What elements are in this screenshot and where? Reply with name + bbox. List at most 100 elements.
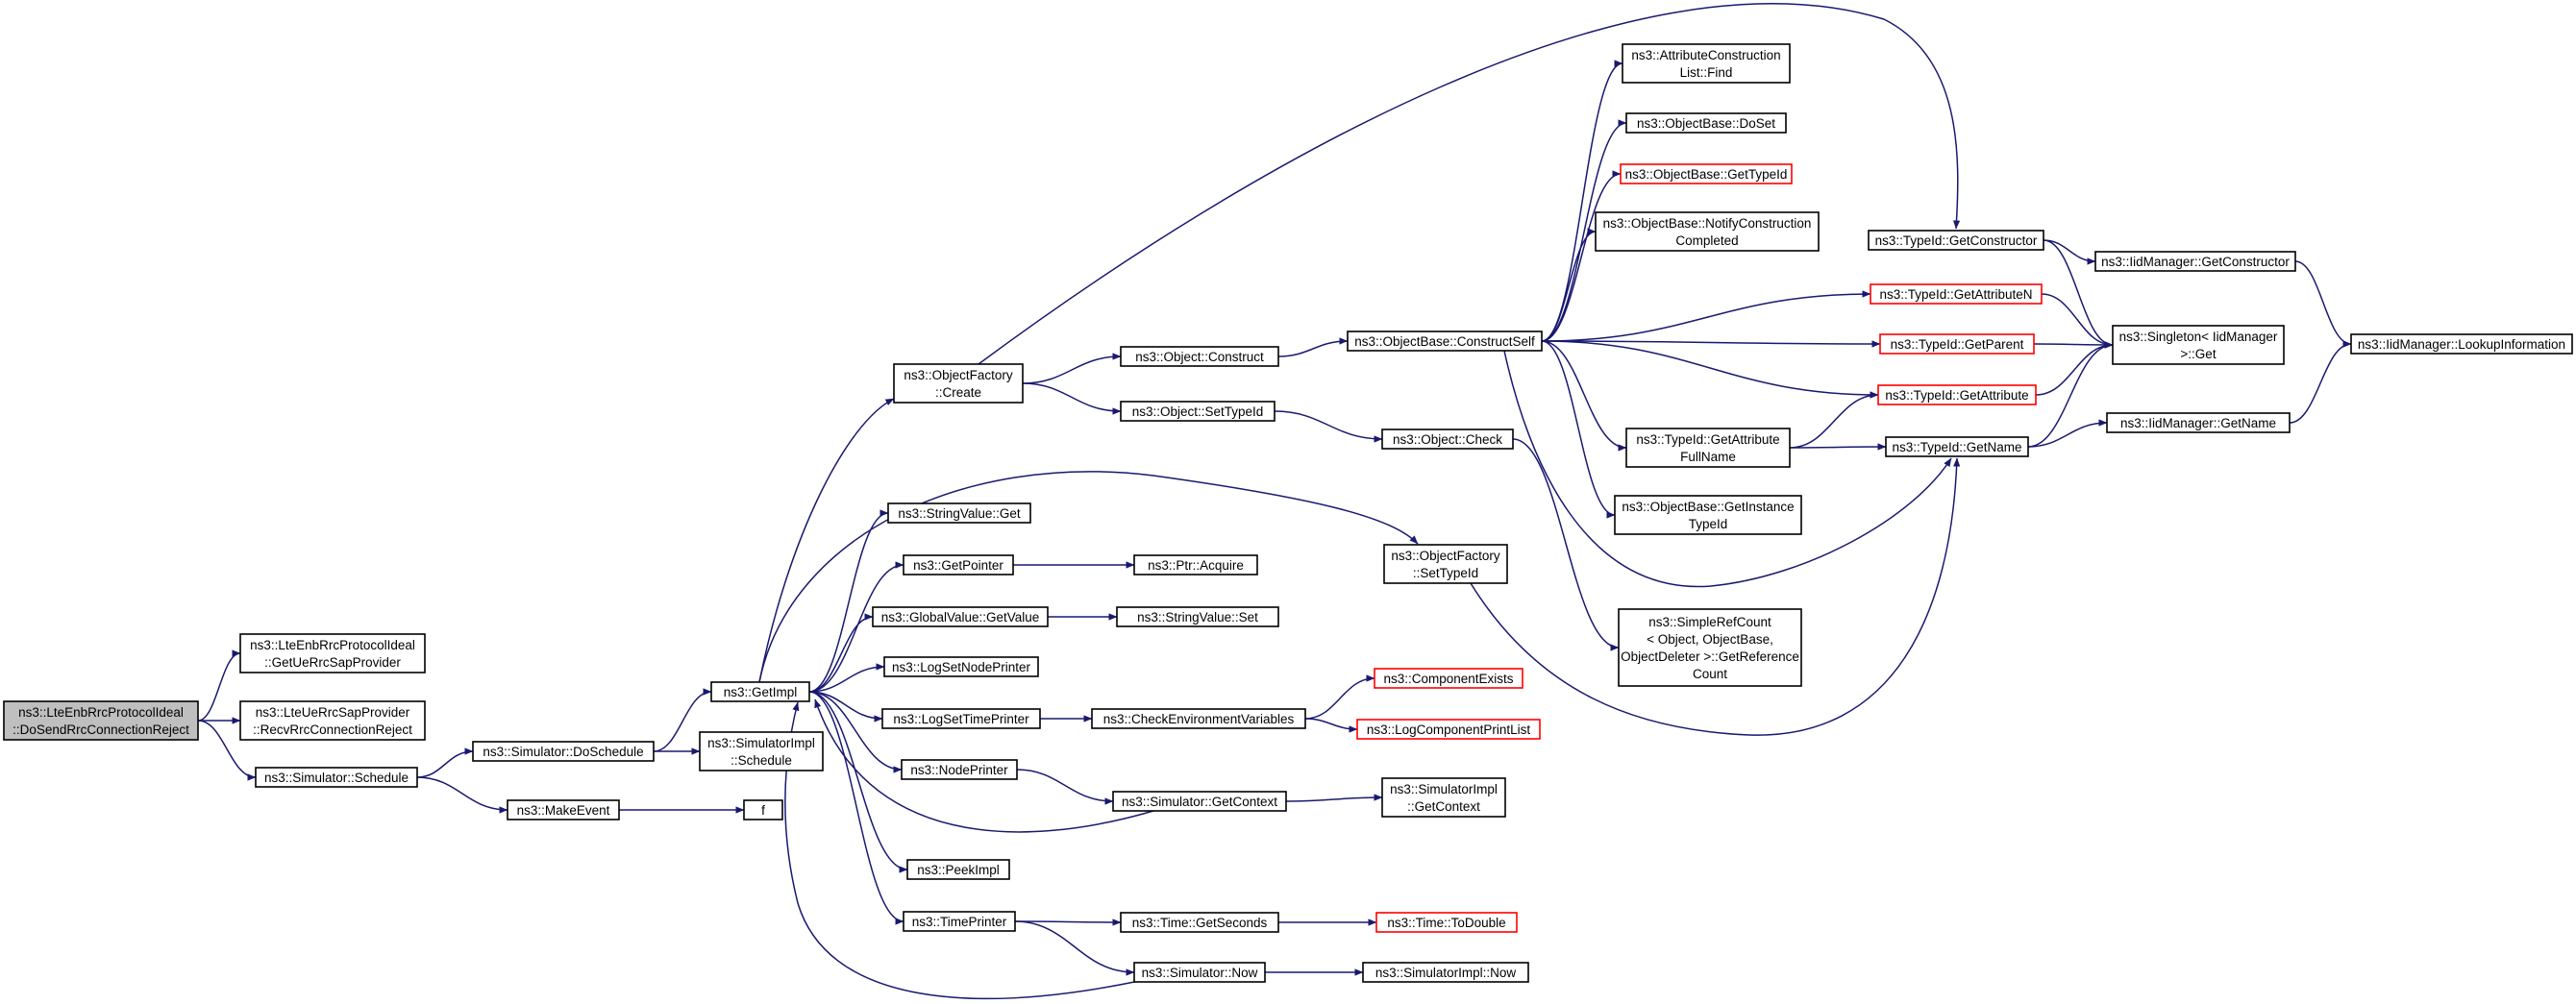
- edge-obconstructself-to-tidgetname: [1503, 350, 1952, 588]
- edge-getimpl-to-timeprinter: [808, 691, 904, 925]
- node-label: ns3::Object::Construct: [1135, 350, 1264, 364]
- node-label: ns3::LogSetNodePrinter: [892, 660, 1031, 674]
- node-logcompprint[interactable]: ns3::LogComponentPrintList: [1356, 719, 1541, 740]
- node-label: ns3::LteEnbRrcProtocolIdeal: [250, 638, 415, 652]
- node-compexists[interactable]: ns3::ComponentExists: [1374, 668, 1523, 689]
- node-strset[interactable]: ns3::StringValue::Set: [1116, 606, 1279, 627]
- edge-timeprinter-to-simnow: [1014, 920, 1135, 976]
- node-f[interactable]: f: [743, 799, 783, 820]
- node-simimplgetcontext[interactable]: ns3::SimulatorImpl::GetContext: [1381, 777, 1506, 818]
- node-checkenv[interactable]: ns3::CheckEnvironmentVariables: [1091, 708, 1306, 729]
- node-label: ns3::Simulator::DoSchedule: [483, 745, 643, 759]
- node-getuerrc[interactable]: ns3::LteEnbRrcProtocolIdeal::GetUeRrcSap…: [239, 633, 426, 673]
- node-label: Count: [1693, 667, 1727, 681]
- node-box: [255, 767, 418, 788]
- node-simnow[interactable]: ns3::Simulator::Now: [1133, 962, 1266, 983]
- node-label: ns3::Simulator::Now: [1142, 966, 1258, 980]
- edge-tidgetname-to-singletonget: [2027, 341, 2114, 448]
- node-obnotify[interactable]: ns3::ObjectBase::NotifyConstructionCompl…: [1595, 211, 1820, 252]
- node-nodeprinter[interactable]: ns3::NodePrinter: [901, 759, 1018, 780]
- node-box: [1625, 428, 1791, 468]
- node-box: [239, 633, 426, 673]
- node-tidgetattrn[interactable]: ns3::TypeId::GetAttributeN: [1870, 283, 2043, 305]
- node-iidgetconstructor[interactable]: ns3::IidManager::GetConstructor: [2094, 251, 2296, 272]
- node-logsetnode[interactable]: ns3::LogSetNodePrinter: [883, 656, 1039, 677]
- node-tidgetconstructor[interactable]: ns3::TypeId::GetConstructor: [1868, 230, 2044, 251]
- node-doschedule[interactable]: ns3::Simulator::DoSchedule: [472, 741, 655, 762]
- node-tidgetname[interactable]: ns3::TypeId::GetName: [1885, 436, 2029, 457]
- node-box: [743, 799, 783, 820]
- node-ofsettypeid[interactable]: ns3::ObjectFactory::SetTypeId: [1383, 544, 1508, 584]
- node-label: ns3::ObjectFactory: [904, 368, 1013, 382]
- node-label: < Object, ObjectBase,: [1647, 632, 1773, 647]
- node-getpointer[interactable]: ns3::GetPointer: [903, 554, 1014, 575]
- node-box: [1133, 962, 1266, 983]
- node-label: ObjectDeleter >::GetReference: [1621, 649, 1799, 664]
- node-tidgetattr[interactable]: ns3::TypeId::GetAttribute: [1877, 384, 2037, 405]
- node-box: [883, 656, 1039, 677]
- node-box: [881, 708, 1041, 729]
- node-box: [1622, 43, 1791, 84]
- node-singletonget[interactable]: ns3::Singleton< IidManager >::Get: [2112, 325, 2285, 365]
- node-obdoset[interactable]: ns3::ObjectBase::DoSet: [1625, 112, 1787, 134]
- node-ofcreate[interactable]: ns3::ObjectFactory::Create: [893, 363, 1024, 404]
- node-label: ns3::AttributeConstruction: [1631, 48, 1780, 62]
- node-timetodouble[interactable]: ns3::Time::ToDouble: [1375, 912, 1518, 933]
- node-tidgetparent[interactable]: ns3::TypeId::GetParent: [1879, 333, 2035, 355]
- node-logsettime[interactable]: ns3::LogSetTimePrinter: [881, 708, 1041, 729]
- node-box: [3, 700, 199, 741]
- edge-simgetcontext-to-getimpl: [814, 698, 1154, 833]
- edge-schedule-to-makeevent: [416, 776, 508, 814]
- node-recvrrc[interactable]: ns3::LteUeRrcSapProvider::RecvRrcConnect…: [239, 700, 426, 741]
- node-box: [2106, 412, 2291, 433]
- node-label: ns3::ObjectBase::GetTypeId: [1625, 167, 1788, 182]
- node-gvgetvalue[interactable]: ns3::GlobalValue::GetValue: [872, 606, 1049, 627]
- node-label: ns3::ObjectBase::GetInstance: [1622, 500, 1794, 514]
- node-timeprinter[interactable]: ns3::TimePrinter: [903, 911, 1016, 932]
- node-label: TypeId: [1689, 517, 1728, 531]
- node-box: [1091, 708, 1306, 729]
- node-simgetcontext[interactable]: ns3::Simulator::GetContext: [1112, 791, 1287, 812]
- edge-tidgetattrfull-to-tidgetattr: [1789, 391, 1879, 449]
- node-box: [2112, 325, 2285, 365]
- node-timegetseconds[interactable]: ns3::Time::GetSeconds: [1120, 912, 1279, 933]
- edge-obconstructself-to-tidgetattr: [1541, 340, 1879, 399]
- node-label: ::Schedule: [731, 753, 792, 768]
- node-box: [1133, 554, 1258, 575]
- node-box: [1120, 346, 1279, 367]
- node-simimplschedule[interactable]: ns3::SimulatorImpl::Schedule: [699, 731, 824, 771]
- node-peekimpl[interactable]: ns3::PeekImpl: [906, 859, 1010, 880]
- node-obconstructself[interactable]: ns3::ObjectBase::ConstructSelf: [1347, 331, 1543, 352]
- edge-iidgetconstructor-to-iidlookup: [2294, 260, 2352, 348]
- node-label: ns3::StringValue::Get: [898, 506, 1021, 521]
- node-obgettypeid[interactable]: ns3::ObjectBase::GetTypeId: [1620, 163, 1793, 184]
- node-label: ns3::ObjectBase::DoSet: [1637, 116, 1775, 131]
- node-getimpl[interactable]: ns3::GetImpl: [710, 681, 810, 702]
- edge-tidgetconstructor-to-iidgetconstructor: [2043, 239, 2096, 265]
- node-simimplnow[interactable]: ns3::SimulatorImpl::Now: [1362, 962, 1529, 983]
- node-strget[interactable]: ns3::StringValue::Get: [887, 502, 1031, 524]
- edge-getimpl-to-gvgetvalue: [808, 613, 874, 693]
- node-iidgetname[interactable]: ns3::IidManager::GetName: [2106, 412, 2291, 433]
- node-label: ns3::Simulator::GetContext: [1122, 795, 1277, 809]
- node-objsettypeid[interactable]: ns3::Object::SetTypeId: [1120, 401, 1276, 422]
- node-objconstruct[interactable]: ns3::Object::Construct: [1120, 346, 1279, 367]
- node-objcheck[interactable]: ns3::Object::Check: [1381, 429, 1514, 450]
- node-makeevent[interactable]: ns3::MakeEvent: [507, 799, 620, 820]
- node-box: [1356, 719, 1541, 740]
- node-box: [239, 700, 426, 741]
- node-iidlookup[interactable]: ns3::IidManager::LookupInformation: [2350, 333, 2573, 355]
- node-box: [1347, 331, 1543, 352]
- node-root[interactable]: ns3::LteEnbRrcProtocolIdeal::DoSendRrcCo…: [3, 700, 199, 741]
- node-box: [1877, 384, 2037, 405]
- node-ptracquire[interactable]: ns3::Ptr::Acquire: [1133, 554, 1258, 575]
- node-label: ns3::TypeId::GetName: [1892, 440, 2021, 454]
- node-schedule[interactable]: ns3::Simulator::Schedule: [255, 767, 418, 788]
- node-simplerefcount[interactable]: ns3::SimpleRefCount< Object, ObjectBase,…: [1618, 608, 1802, 687]
- edge-simgetcontext-to-simimplgetcontext: [1285, 794, 1383, 802]
- node-label: ns3::ObjectBase::NotifyConstruction: [1603, 216, 1812, 231]
- node-label: ::RecvRrcConnectionReject: [253, 722, 412, 737]
